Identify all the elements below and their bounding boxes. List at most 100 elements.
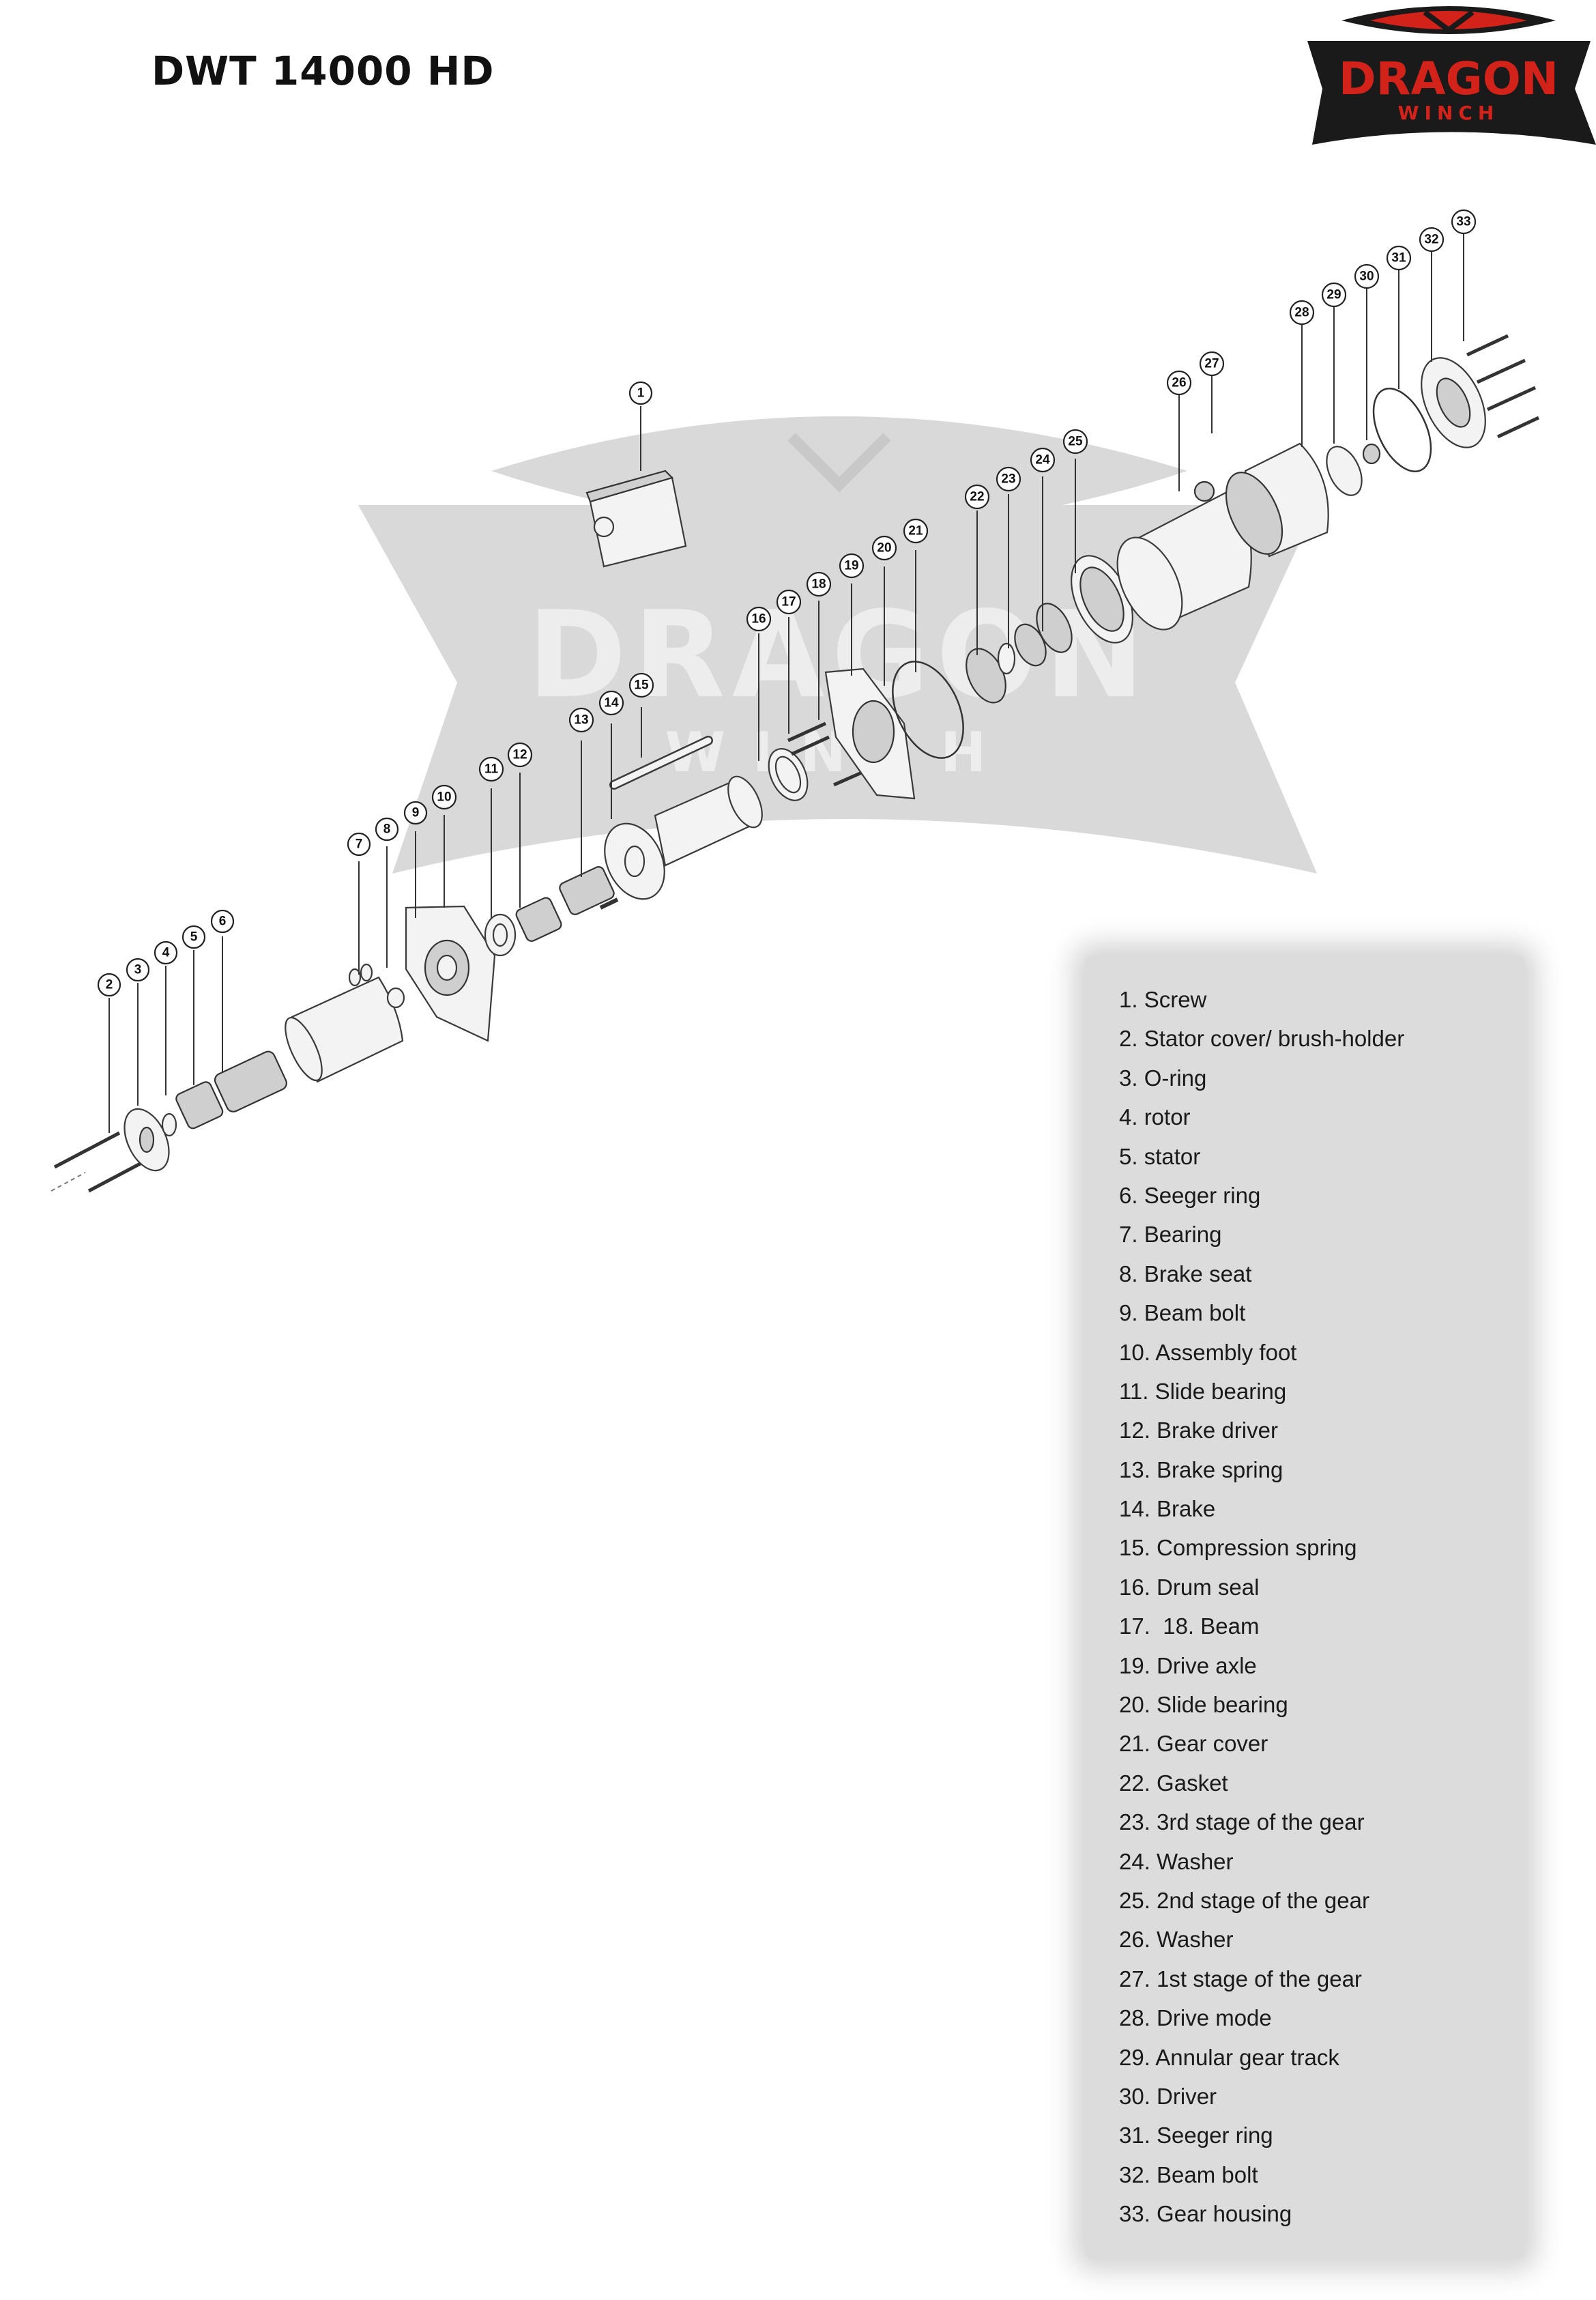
svg-text:17: 17 — [781, 595, 796, 609]
callout-3: 3 — [126, 958, 150, 982]
legend-item: 13. Brake spring — [1119, 1456, 1283, 1482]
legend-item: 6. Seeger ring — [1119, 1182, 1261, 1208]
legend-item: 31. Seeger ring — [1119, 2123, 1273, 2148]
svg-text:24: 24 — [1035, 453, 1050, 468]
callout-29: 29 — [1321, 282, 1347, 308]
svg-text:33: 33 — [1456, 215, 1470, 229]
callout-17: 17 — [776, 589, 802, 615]
legend-item: 7. Bearing — [1119, 1222, 1222, 1248]
svg-text:4: 4 — [162, 946, 170, 960]
callout-23: 23 — [996, 466, 1021, 492]
legend-item: 12. Brake driver — [1119, 1418, 1278, 1443]
legend-item: 30. Driver — [1119, 2083, 1217, 2109]
svg-text:20: 20 — [877, 541, 891, 556]
svg-text:13: 13 — [574, 713, 588, 728]
parts-legend-list: 1. Screw 2. Stator cover/ brush-holder 3… — [1119, 980, 1404, 2234]
callout-21: 21 — [903, 518, 929, 544]
callout-13: 13 — [568, 707, 594, 733]
dragon-winch-logo: DRAGON WINCH — [1307, 6, 1596, 145]
legend-item: 19. Drive axle — [1119, 1652, 1257, 1678]
svg-text:9: 9 — [412, 806, 420, 820]
callout-18: 18 — [806, 571, 832, 597]
callout-28: 28 — [1289, 300, 1315, 326]
callout-2: 2 — [97, 973, 121, 997]
callout-25: 25 — [1062, 429, 1088, 455]
legend-item: 22. Gasket — [1119, 1770, 1228, 1796]
legend-item: 8. Brake seat — [1119, 1261, 1252, 1286]
callout-19: 19 — [839, 553, 865, 579]
legend-item: 2. Stator cover/ brush-holder — [1119, 1026, 1405, 1052]
callout-4: 4 — [154, 940, 178, 965]
callout-20: 20 — [871, 535, 897, 561]
svg-text:23: 23 — [1001, 472, 1015, 487]
legend-item: 16. Drum seal — [1119, 1574, 1260, 1600]
svg-text:31: 31 — [1391, 251, 1406, 265]
svg-text:27: 27 — [1204, 357, 1219, 371]
legend-item: 11. Slide bearing — [1119, 1378, 1287, 1404]
callout-24: 24 — [1030, 447, 1056, 473]
svg-text:28: 28 — [1294, 306, 1309, 320]
svg-text:32: 32 — [1424, 233, 1438, 247]
legend-item: 17. 18. Beam — [1119, 1613, 1260, 1639]
svg-text:7: 7 — [356, 837, 363, 852]
callout-11: 11 — [478, 756, 504, 782]
watermark: DRAGON WINCH — [358, 416, 1317, 874]
callout-5: 5 — [182, 925, 206, 949]
svg-text:22: 22 — [970, 490, 984, 504]
legend-item: 28. Drive mode — [1119, 2005, 1272, 2031]
callout-30: 30 — [1354, 263, 1380, 289]
svg-text:15: 15 — [634, 678, 649, 693]
callout-31: 31 — [1386, 245, 1412, 271]
legend-item: 25. 2nd stage of the gear — [1119, 1887, 1369, 1913]
legend-item: 10. Assembly foot — [1119, 1339, 1297, 1365]
legend-item: 26. Washer — [1119, 1927, 1234, 1953]
page-title: DWT 14000 HD — [151, 48, 495, 94]
svg-text:1: 1 — [637, 386, 645, 401]
legend-item: 21. Gear cover — [1119, 1731, 1268, 1757]
callout-27: 27 — [1199, 351, 1225, 377]
legend-item: 23. 3rd stage of the gear — [1119, 1809, 1365, 1835]
svg-text:2: 2 — [106, 978, 113, 992]
callout-14: 14 — [598, 690, 624, 716]
callout-33: 33 — [1451, 209, 1477, 235]
svg-text:12: 12 — [512, 748, 527, 762]
callout-12: 12 — [507, 742, 533, 768]
callout-26: 26 — [1166, 370, 1192, 396]
svg-text:29: 29 — [1326, 288, 1341, 302]
svg-text:30: 30 — [1359, 270, 1374, 284]
svg-text:5: 5 — [190, 930, 198, 945]
parts-legend-panel: 1. Screw 2. Stator cover/ brush-holder 3… — [1085, 955, 1525, 2259]
callout-15: 15 — [628, 672, 654, 698]
svg-text:18: 18 — [811, 577, 826, 592]
callout-32: 32 — [1419, 227, 1445, 253]
callout-8: 8 — [375, 817, 399, 842]
callout-22: 22 — [964, 484, 990, 510]
legend-item: 29. Annular gear track — [1119, 2044, 1339, 2070]
svg-text:WINCH: WINCH — [665, 721, 1014, 784]
legend-item: 5. stator — [1119, 1143, 1201, 1169]
legend-item: 4. rotor — [1119, 1104, 1191, 1130]
svg-text:3: 3 — [134, 963, 142, 977]
legend-item: 27. 1st stage of the gear — [1119, 1966, 1362, 1992]
callout-9: 9 — [403, 801, 428, 825]
leader-lines — [108, 231, 1464, 1133]
legend-item: 9. Beam bolt — [1119, 1300, 1246, 1326]
callout-1: 1 — [628, 381, 653, 405]
callout-7: 7 — [347, 832, 371, 857]
svg-text:11: 11 — [484, 762, 499, 777]
svg-text:14: 14 — [604, 696, 619, 710]
svg-text:6: 6 — [219, 915, 227, 929]
svg-text:WINCH: WINCH — [1398, 102, 1500, 124]
callout-6: 6 — [210, 909, 235, 934]
svg-text:21: 21 — [908, 524, 923, 538]
legend-item: 3. O-ring — [1119, 1065, 1207, 1091]
legend-item: 15. Compression spring — [1119, 1535, 1357, 1561]
legend-item: 24. Washer — [1119, 1848, 1234, 1874]
svg-text:DRAGON: DRAGON — [1339, 53, 1558, 105]
legend-item: 14. Brake — [1119, 1496, 1216, 1522]
callout-10: 10 — [431, 784, 457, 810]
svg-text:19: 19 — [844, 559, 858, 573]
legend-item: 32. Beam bolt — [1119, 2161, 1258, 2187]
winch-parts — [50, 334, 1540, 1193]
svg-text:10: 10 — [437, 790, 451, 805]
